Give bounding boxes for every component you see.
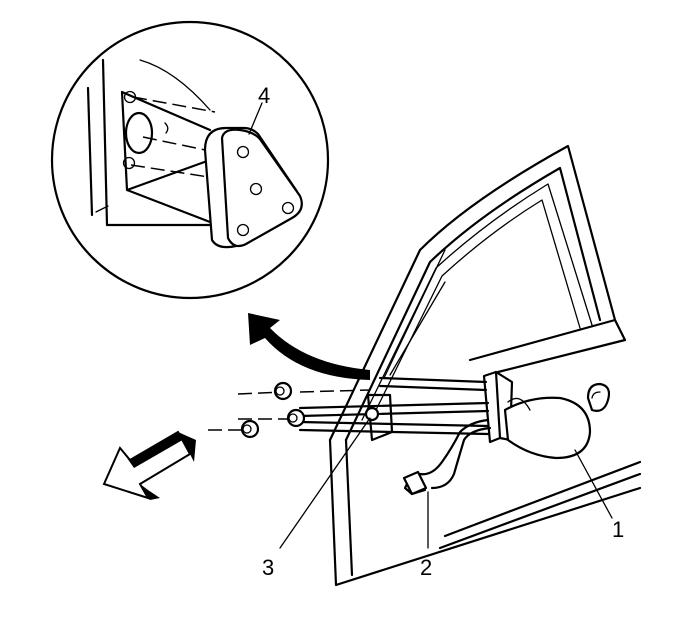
detail-alignment-lines [130, 96, 216, 179]
detail-view [50, 20, 330, 300]
forward-arrow [102, 430, 196, 500]
detail-hole [122, 156, 136, 170]
mirror-assembly [298, 370, 592, 496]
detail-circle [50, 20, 330, 300]
nut-on-door [364, 406, 380, 422]
callout-4: 4 [258, 83, 270, 108]
mirror-stud-lower [298, 420, 490, 436]
window-frame-inner [344, 166, 602, 442]
forward-arrow-shade [120, 432, 186, 468]
fasteners [208, 381, 380, 439]
nut [273, 381, 293, 401]
window-frame-outer [328, 144, 617, 442]
nut-path-upper [237, 391, 283, 395]
mirror-stud-upper [378, 376, 488, 392]
leader-line-4 [248, 102, 263, 135]
mount-bolt-hole [236, 223, 250, 237]
callout-1: 1 [612, 517, 624, 542]
callout-2: 2 [420, 555, 432, 580]
door-handle [586, 382, 611, 412]
detail-door-frame [86, 58, 212, 227]
nut [286, 408, 306, 428]
callout-3: 3 [262, 555, 274, 580]
detail-pointer-arrow [248, 313, 370, 380]
wiring-harness [403, 418, 490, 496]
nut [240, 419, 260, 439]
detail-hole-large [124, 111, 154, 155]
door-body-outer [328, 438, 642, 587]
mount-bolt-hole [236, 145, 250, 159]
front-door [328, 144, 642, 587]
detail-door-plate [120, 90, 212, 224]
leader-line-3 [279, 417, 371, 549]
mount-bolt-hole [281, 201, 295, 215]
mount-bolt-hole [249, 182, 263, 196]
mirror-stud-middle [298, 401, 490, 418]
door-belt-line [468, 318, 627, 374]
harness-connector [402, 470, 428, 496]
stud-dashed [299, 389, 371, 393]
door-crease [438, 460, 642, 550]
window-glass-edge [361, 183, 593, 421]
leader-line-1 [574, 449, 613, 519]
door-body-inner [344, 438, 354, 577]
mirror-housing [503, 396, 592, 460]
